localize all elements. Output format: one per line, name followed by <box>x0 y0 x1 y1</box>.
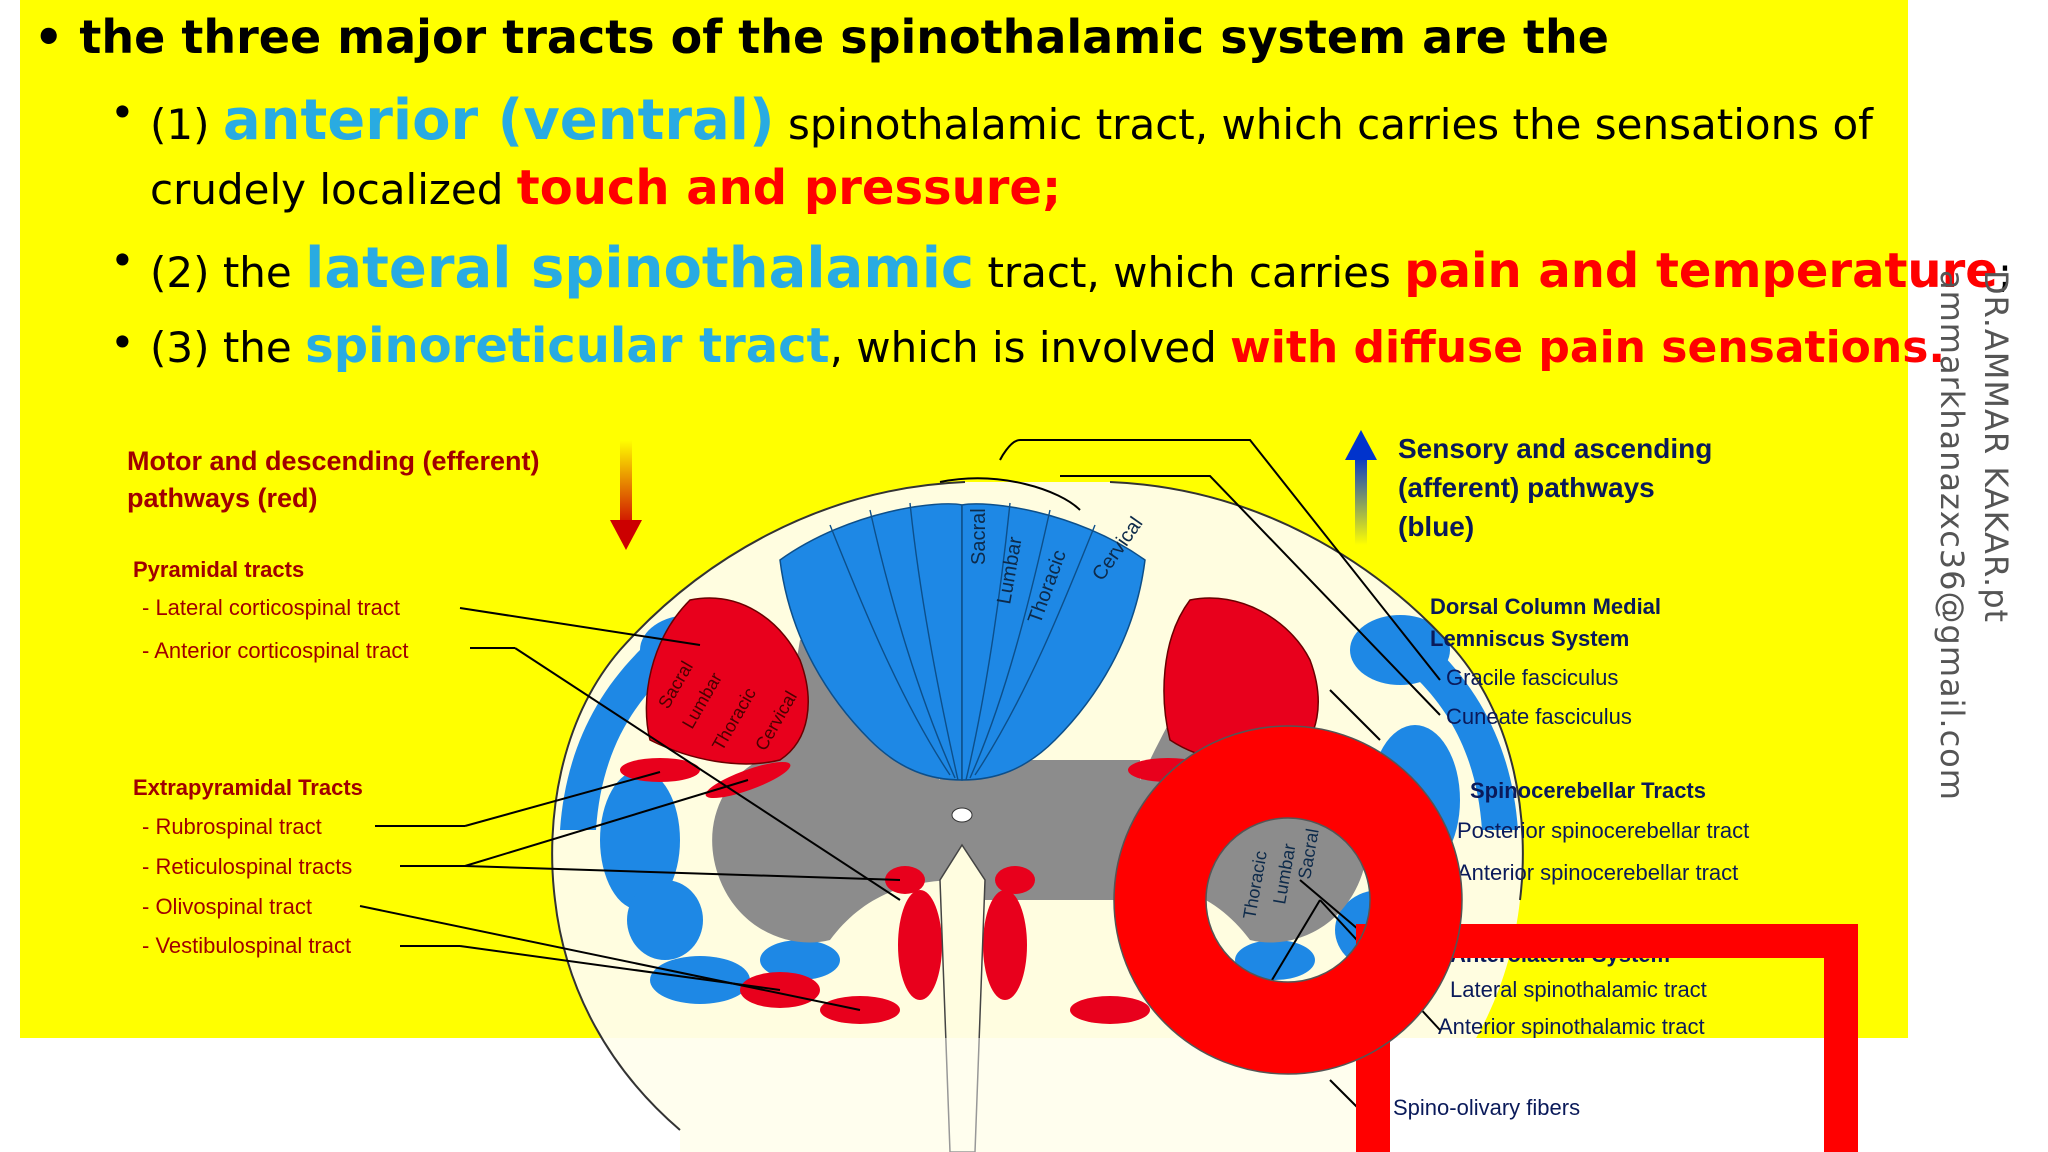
descending-arrow-icon <box>610 520 642 550</box>
item-number: (2) the <box>150 248 292 297</box>
label-anterior-cst: - Anterior corticospinal tract <box>142 638 409 663</box>
item-number: (3) the <box>150 323 292 372</box>
item-emphasis: with diffuse pain sensations. <box>1230 322 1946 373</box>
spinocerebellar-left <box>600 770 680 910</box>
label-lateral-stt: Lateral spinothalamic tract <box>1450 977 1707 1002</box>
item-number: (1) <box>150 100 210 149</box>
dorsal-level-label: Sacral <box>968 508 990 565</box>
anterior-corticospinal-left <box>898 890 942 1000</box>
cord-outline-left <box>551 481 966 1131</box>
tract-anterior-red-2 <box>995 866 1035 894</box>
bullet-dot: • <box>110 318 135 367</box>
heading-bullet: • the three major tracts of the spinotha… <box>34 10 1609 64</box>
label-rubrospinal: - Rubrospinal tract <box>142 814 322 839</box>
central-canal <box>951 807 973 823</box>
label-cuneate: Cuneate fasciculus <box>1446 704 1632 729</box>
olivospinal-right <box>1070 996 1150 1024</box>
pyramidal-title: Pyramidal tracts <box>133 557 304 582</box>
motor-title-line2: pathways (red) <box>127 483 318 513</box>
label-gracile: Gracile fasciculus <box>1446 665 1618 690</box>
lateral-corticospinal-left <box>645 597 809 765</box>
motor-leader-lines <box>359 607 901 1011</box>
ascending-arrow-icon <box>1345 430 1377 460</box>
gracile-fasciculus-left <box>779 503 963 781</box>
item-emphasis: touch and pressure; <box>516 160 1062 216</box>
tract-right-anterior <box>1235 940 1315 980</box>
annotation-ring <box>1114 726 1462 1074</box>
motor-labels: Motor and descending (efferent) pathways… <box>127 446 540 958</box>
watermark: DR.AMMAR KAKAR.pt ammarkhanazxc36@gmail.… <box>1925 270 2035 830</box>
dorsal-column-lines <box>829 502 1096 781</box>
tract-left-small <box>627 880 703 960</box>
label-vestibulospinal: - Vestibulospinal tract <box>142 933 351 958</box>
item-text: tract, which carries <box>987 248 1391 297</box>
label-lateral-cst: - Lateral corticospinal tract <box>142 595 400 620</box>
item-emphasis: pain and temperature <box>1404 243 1998 299</box>
watermark-email: ammarkhanazxc36@gmail.com <box>1933 270 1971 801</box>
tract-left-anterior <box>760 940 840 980</box>
sensory-title-line2: (afferent) pathways <box>1398 472 1655 503</box>
dcml-title-line2: Lemniscus System <box>1430 626 1629 651</box>
item-key-term: anterior (ventral) <box>222 88 775 153</box>
item-key-term: lateral spinothalamic <box>305 236 975 301</box>
label-anterior-scb: Anterior spinocerebellar tract <box>1457 860 1738 885</box>
rubrospinal-left <box>620 758 700 782</box>
item-key-term: spinoreticular tract <box>305 318 830 374</box>
label-olivospinal: - Olivospinal tract <box>142 894 312 919</box>
bullet-dot: • <box>110 236 135 285</box>
item-end: ; <box>1997 248 2012 297</box>
sensory-title-line1: Sensory and ascending <box>1398 433 1712 464</box>
anterior-corticospinal-right <box>983 890 1027 1000</box>
outer-tract-right <box>1418 650 1518 830</box>
spinal-cord-section <box>552 482 1523 1152</box>
bullet-dot: • <box>34 10 80 64</box>
tract-anterior-red-1 <box>885 866 925 894</box>
item-text: spinothalamic tract, which carries the s… <box>787 100 1873 149</box>
dcml-title-line1: Dorsal Column Medial <box>1430 594 1661 619</box>
cuneate-fasciculus <box>961 503 1146 781</box>
sensory-title-line3: (blue) <box>1398 511 1474 542</box>
heading-text: the three major tracts of the spinothala… <box>79 10 1609 64</box>
descending-arrow-shaft <box>620 440 632 530</box>
motor-title-line1: Motor and descending (efferent) <box>127 446 540 476</box>
item-text: crudely localized <box>150 165 504 214</box>
bullet-dot: • <box>110 88 135 137</box>
label-spino-olivary: Spino-olivary fibers <box>1393 1095 1580 1120</box>
ascending-arrow-shaft <box>1355 455 1367 545</box>
extrapyramidal-title: Extrapyramidal Tracts <box>133 775 363 800</box>
watermark-name: DR.AMMAR KAKAR.pt <box>1977 270 2015 624</box>
anterior-median-fissure <box>939 843 986 1152</box>
annotation-ring-outer-edge <box>1113 725 1463 1075</box>
item-text: , which is involved <box>829 323 1217 372</box>
label-anterior-stt: Anterior spinothalamic tract <box>1438 1014 1705 1039</box>
cord-outline-right <box>1109 481 1524 901</box>
annotation-ring-inner-edge <box>1205 817 1371 983</box>
label-posterior-scb: Posterior spinocerebellar tract <box>1457 818 1749 843</box>
tract-right-upper <box>1350 615 1450 685</box>
outer-tract-left <box>560 650 660 830</box>
annotation-frame-inner <box>1390 1038 1824 1152</box>
spinocerebellar-title: Spinocerebellar Tracts <box>1470 778 1706 803</box>
label-reticulospinal: - Reticulospinal tracts <box>142 854 352 879</box>
